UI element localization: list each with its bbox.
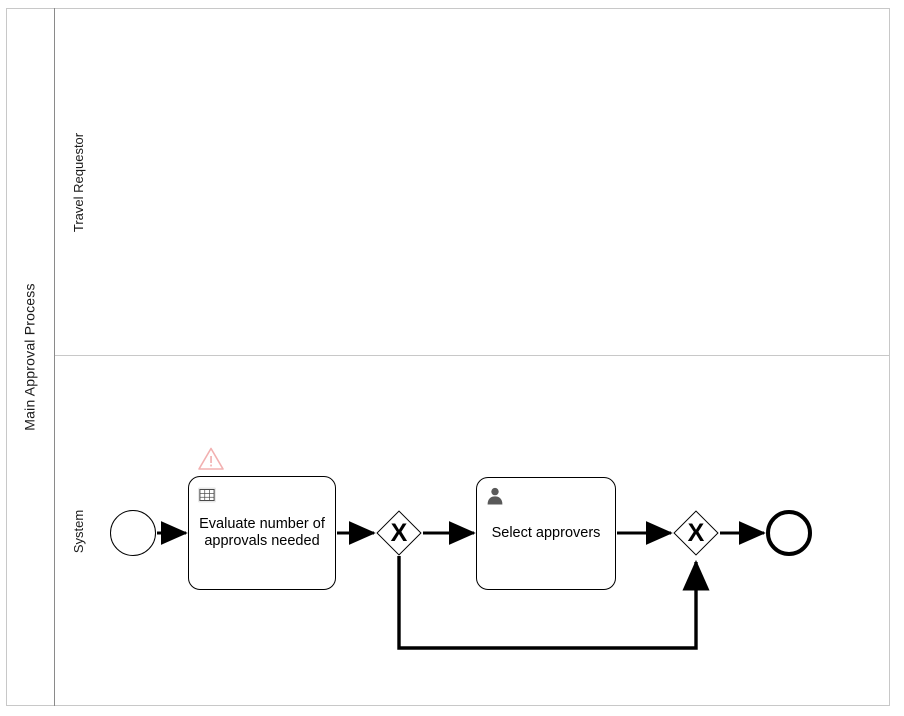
task-evaluate-number-of-approvals-needed[interactable]: Evaluate number of approvals needed — [188, 476, 336, 590]
gateway-symbol-x: X — [687, 518, 705, 547]
table-grid-icon — [198, 487, 216, 503]
warning-triangle-icon[interactable] — [197, 446, 225, 472]
pool-title: Main Approval Process — [22, 283, 39, 431]
start-event[interactable] — [110, 510, 156, 556]
gateway-exclusive-1[interactable]: X — [376, 510, 422, 556]
task-select-approvers[interactable]: Select approvers — [476, 477, 616, 590]
end-event[interactable] — [766, 510, 812, 556]
lane-system[interactable] — [55, 356, 890, 706]
user-person-icon — [487, 487, 503, 505]
gateway-symbol-x: X — [390, 518, 408, 547]
gateway-exclusive-2[interactable]: X — [673, 510, 719, 556]
lane-label-travel-requestor: Travel Requestor — [71, 132, 87, 232]
lane-header-travel-requestor[interactable]: Travel Requestor — [55, 8, 103, 356]
lane-header-system[interactable]: System — [55, 356, 103, 706]
lane-travel-requestor[interactable] — [55, 8, 890, 356]
pool-header[interactable]: Main Approval Process — [6, 8, 55, 706]
task-label-evaluate: Evaluate number of approvals needed — [199, 516, 325, 549]
task-label-select-approvers: Select approvers — [491, 525, 601, 541]
lane-label-system: System — [71, 509, 87, 553]
